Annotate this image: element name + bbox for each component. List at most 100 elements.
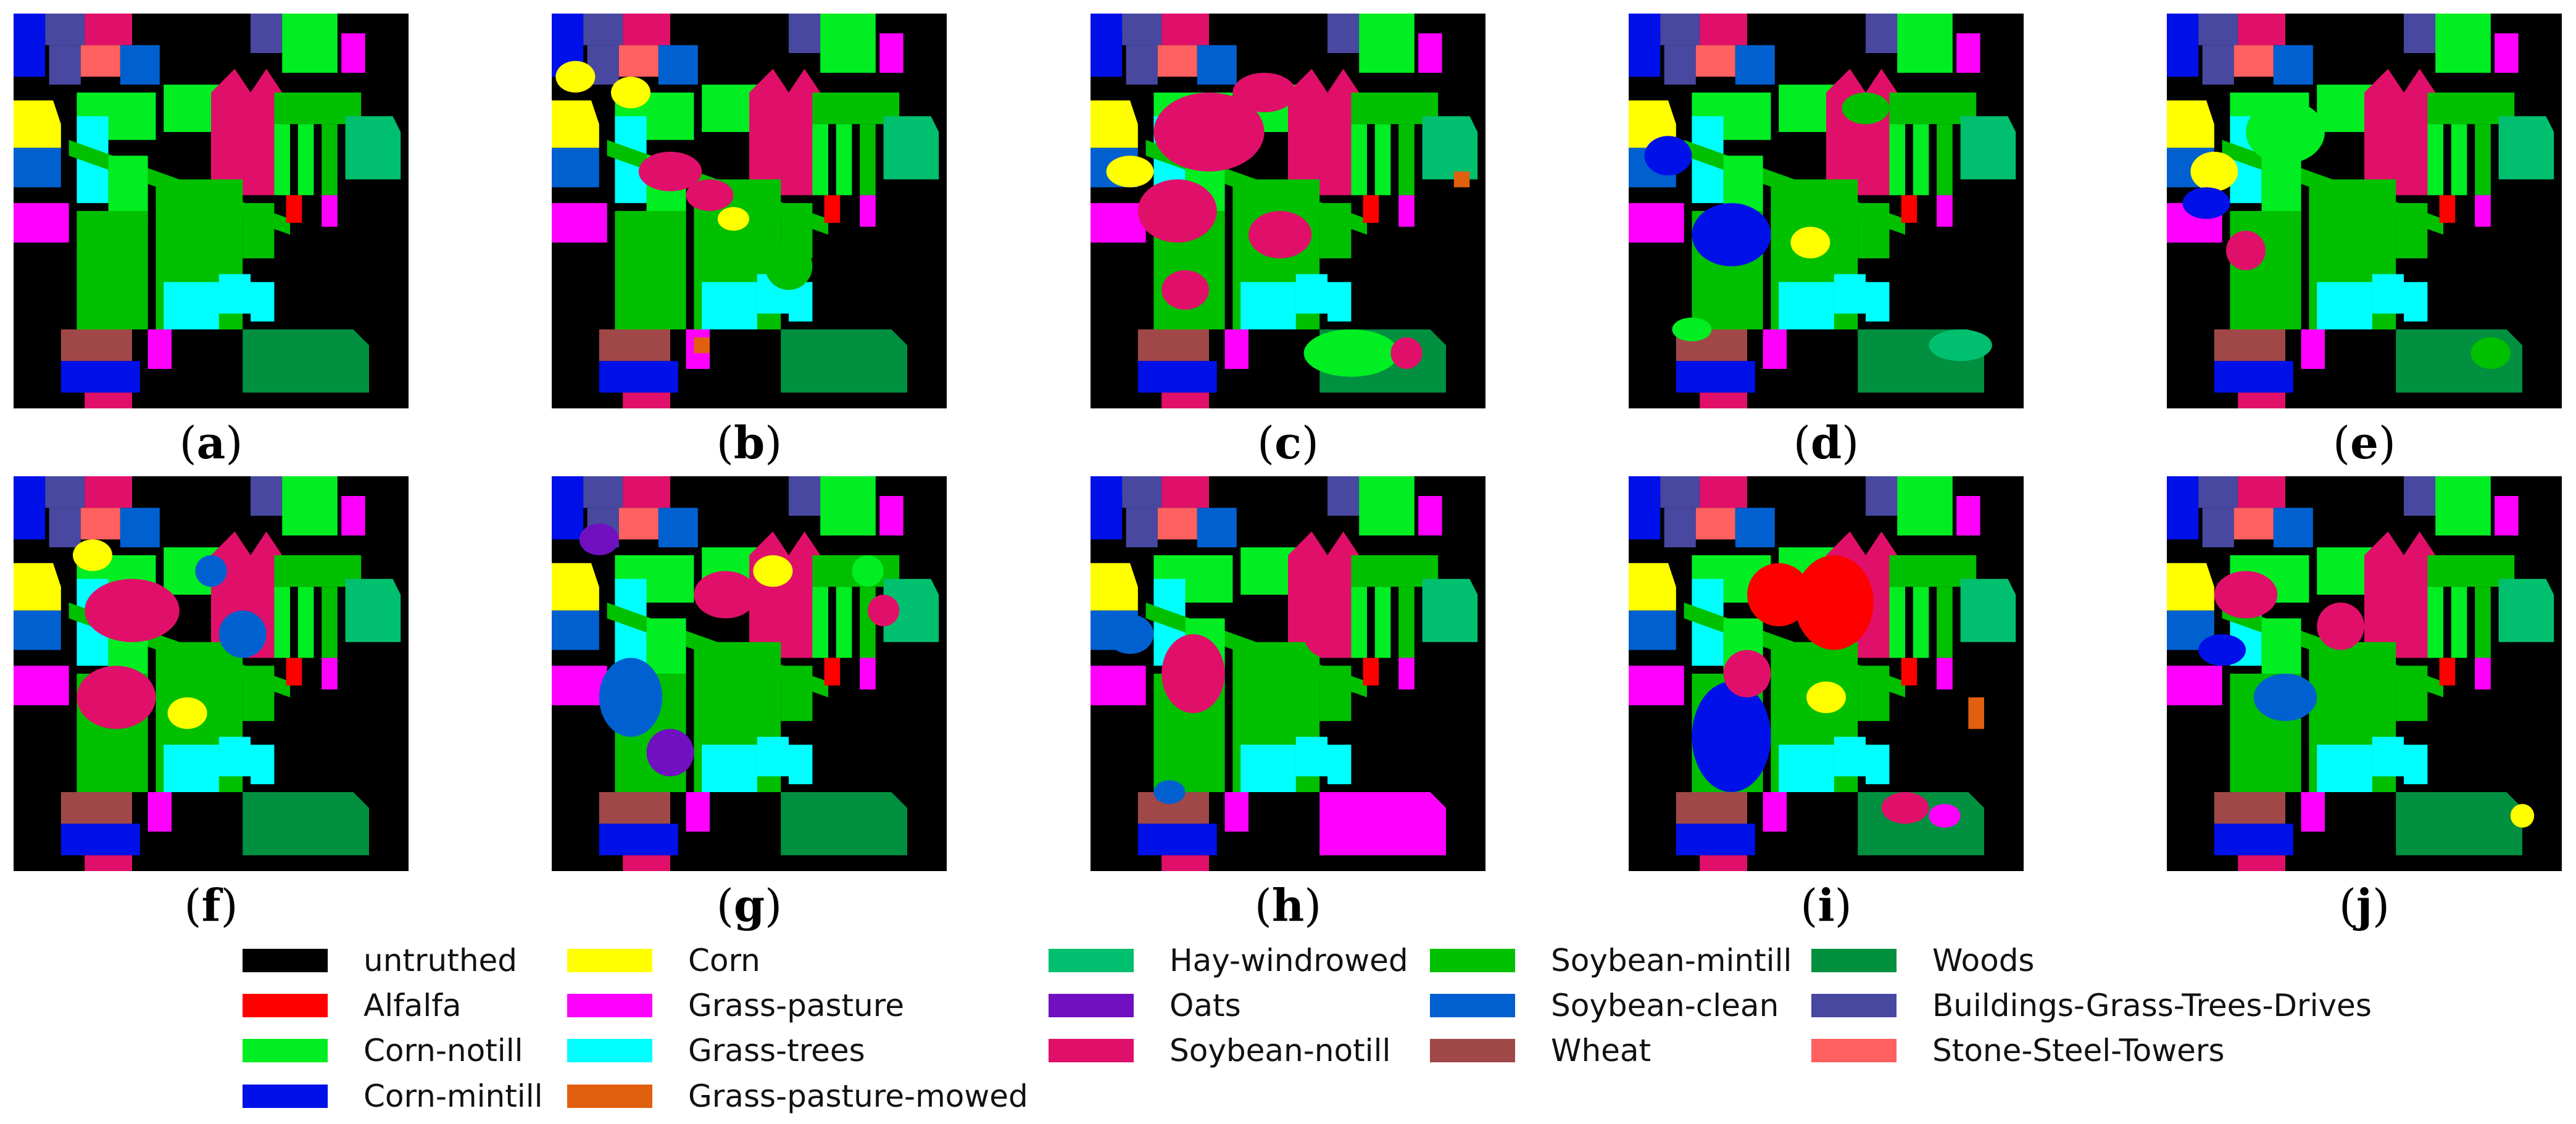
misclassified-region	[195, 555, 227, 587]
panel-f-map	[14, 476, 409, 871]
field-region	[80, 45, 120, 77]
legend-label: Grass-pasture	[688, 988, 905, 1023]
legend-swatch	[567, 949, 652, 972]
field-region	[812, 124, 828, 196]
legend-label: Oats	[1170, 988, 1241, 1023]
misclassified-region	[2226, 231, 2266, 270]
field-region	[2301, 329, 2325, 369]
field-region	[2238, 392, 2285, 408]
legend-swatch	[1811, 994, 1897, 1017]
field-region	[147, 329, 172, 369]
legend-label: untruthed	[364, 943, 518, 978]
field-region	[1374, 587, 1391, 658]
field-region	[282, 476, 338, 535]
field-region	[860, 124, 876, 196]
field-region	[1359, 476, 1415, 535]
field-region	[1913, 124, 1929, 196]
field-region	[1161, 855, 1209, 871]
field-region	[1779, 745, 1834, 792]
field-region	[2475, 124, 2491, 196]
field-region	[341, 496, 365, 535]
field-region	[1664, 45, 1696, 85]
field-region	[2214, 329, 2285, 362]
panel-j-map	[2167, 476, 2562, 871]
field-region	[1695, 45, 1735, 77]
field-region	[1398, 124, 1415, 196]
field-region	[60, 824, 140, 856]
field-region	[2396, 792, 2522, 856]
field-region	[860, 195, 876, 227]
legend-item-oats: Oats	[1049, 988, 1241, 1023]
field-region	[836, 587, 852, 658]
field-region	[297, 587, 314, 658]
legend-swatch	[1811, 1039, 1897, 1062]
legend-label: Soybean-clean	[1551, 988, 1779, 1023]
field-region	[14, 476, 46, 500]
legend-label: Soybean-mintill	[1551, 943, 1792, 978]
legend-swatch	[567, 1039, 652, 1062]
field-region	[860, 658, 876, 690]
field-region	[552, 610, 599, 650]
field-region	[345, 579, 401, 642]
field-region	[2427, 587, 2443, 658]
legend-label: Hay-windrowed	[1170, 943, 1408, 978]
field-region	[623, 855, 670, 871]
field-region	[1629, 666, 1684, 706]
field-region	[85, 855, 132, 871]
field-region	[60, 329, 132, 362]
field-region	[599, 361, 678, 393]
field-region	[274, 124, 290, 196]
field-region	[781, 666, 813, 721]
misclassified-region	[1842, 93, 1890, 125]
legend-item-corn: Corn	[567, 943, 760, 978]
field-region	[1224, 792, 1249, 832]
legend-swatch	[567, 1085, 652, 1108]
misclassified-region	[2190, 152, 2238, 191]
field-region	[2364, 68, 2436, 196]
field-region	[749, 68, 821, 196]
field-region	[2364, 531, 2436, 658]
field-region	[781, 329, 907, 393]
misclassified-region	[1968, 697, 1984, 729]
misclassified-region	[868, 595, 900, 627]
legend-item-corn-mintill: Corn-mintill	[243, 1078, 542, 1114]
misclassified-region	[1692, 203, 1771, 267]
field-region	[2301, 792, 2325, 832]
field-region	[49, 45, 81, 85]
field-region	[120, 508, 160, 548]
field-region	[1676, 792, 1747, 824]
caption-a: (a)	[179, 416, 243, 469]
legend-label: Soybean-notill	[1170, 1033, 1391, 1068]
field-region	[1763, 329, 1787, 369]
field-region	[1327, 745, 1352, 785]
legend-item-grass-pasture: Grass-pasture	[567, 988, 904, 1023]
field-region	[1956, 33, 1980, 73]
field-region	[2372, 274, 2404, 314]
field-region	[2498, 116, 2554, 180]
field-region	[274, 587, 290, 658]
field-region	[1319, 666, 1352, 721]
classification-map	[552, 14, 947, 408]
field-region	[599, 792, 670, 824]
field-region	[1676, 824, 1755, 856]
legend-label: Corn	[688, 943, 760, 978]
field-region	[14, 14, 46, 38]
misclassified-region	[167, 697, 207, 729]
field-region	[85, 476, 132, 508]
panel-b-map	[552, 14, 947, 408]
panel-i-map	[1629, 476, 2024, 871]
misclassified-region	[2510, 804, 2535, 828]
legend-swatch	[1430, 949, 1515, 972]
field-region	[618, 508, 659, 540]
caption-f: (f)	[184, 879, 238, 932]
misclassified-region	[1137, 179, 1217, 243]
field-region	[2427, 124, 2443, 196]
field-region	[2198, 14, 2238, 46]
misclassified-region	[1153, 780, 1186, 804]
misclassified-region	[1153, 93, 1265, 171]
field-region	[1137, 361, 1217, 393]
field-region	[883, 116, 939, 180]
field-region	[2475, 195, 2491, 227]
panel-c-map	[1091, 14, 1485, 408]
field-region	[1197, 45, 1237, 85]
